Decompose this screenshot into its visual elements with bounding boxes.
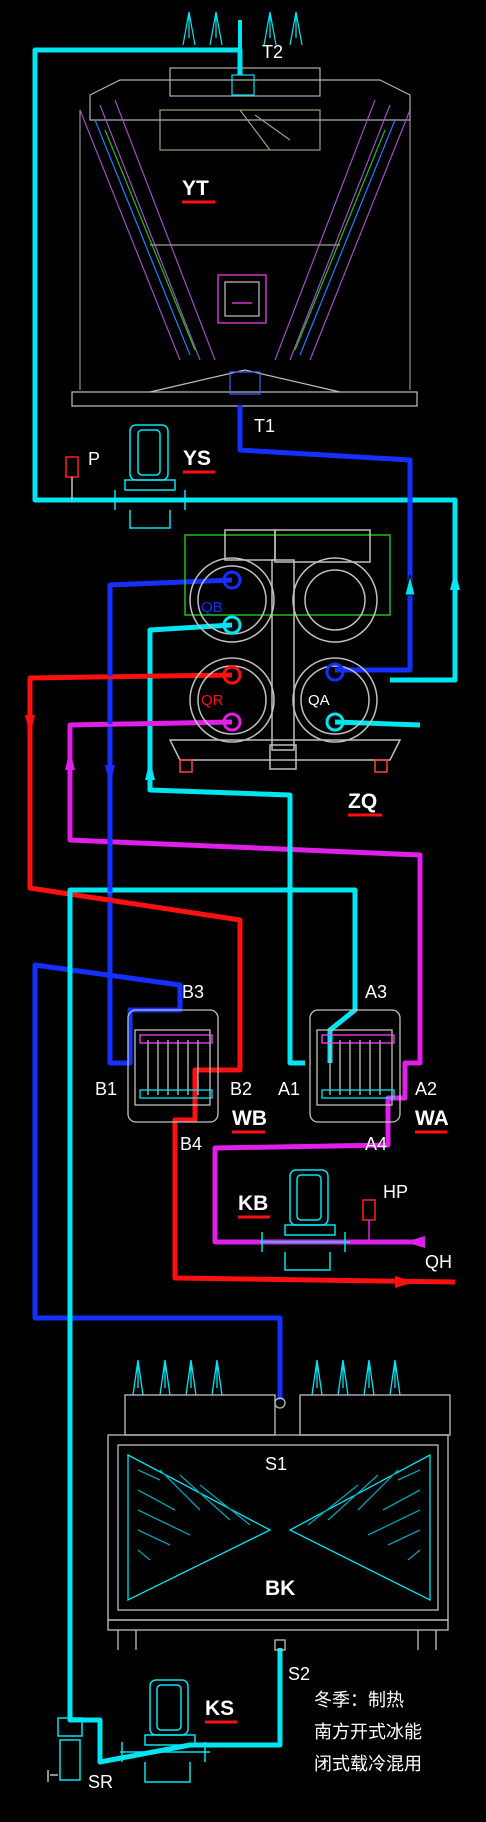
fan-arrows-top	[182, 11, 303, 46]
label-qb: QB	[201, 599, 223, 616]
label-t1: T1	[254, 416, 275, 436]
pump-ys	[110, 424, 190, 529]
arrow-icon	[395, 1276, 415, 1288]
unit-wa	[309, 1009, 401, 1123]
tower-yt	[71, 11, 418, 407]
pump-kb	[260, 1169, 350, 1271]
pipe-cyan-qb	[147, 622, 305, 1066]
note-line-2: 南方开式冰能	[314, 1722, 422, 1743]
pipe-blue-t1	[237, 405, 413, 673]
label-qr: QR	[201, 692, 224, 709]
pipes	[27, 20, 458, 1765]
label-t2: T2	[262, 42, 283, 62]
arrow-icon	[405, 1236, 425, 1248]
label-s1: S1	[265, 1454, 287, 1474]
pump-ks	[120, 1679, 210, 1783]
pipe-magenta-qr	[67, 719, 425, 1245]
pressure-gauge-p	[65, 456, 79, 500]
labels: T2 YT T1 P YS QB QR QA ZQ B3 B1 B2 B4 WB…	[88, 42, 452, 1792]
label-wa: WA	[415, 1107, 449, 1130]
tower-bk	[107, 1359, 451, 1651]
arrow-icon	[65, 750, 75, 770]
note-line-3: 闭式载冷混用	[314, 1754, 422, 1775]
pressure-gauge-hp	[362, 1199, 376, 1242]
label-a2: A2	[415, 1079, 437, 1099]
arrow-icon	[145, 760, 155, 780]
label-a3: A3	[365, 982, 387, 1002]
label-a4: A4	[365, 1134, 387, 1154]
label-s2: S2	[288, 1664, 310, 1684]
arrow-icon	[25, 715, 35, 735]
label-p: P	[88, 449, 100, 469]
arrow-icon	[404, 574, 416, 596]
label-kb: KB	[238, 1192, 268, 1215]
label-bk: BK	[265, 1577, 295, 1600]
flow-arrows	[25, 570, 460, 1288]
pipe-cyan-s2	[67, 1290, 283, 1765]
label-sr: SR	[88, 1772, 113, 1792]
unit-wb	[127, 1009, 219, 1123]
label-b1: B1	[95, 1079, 117, 1099]
label-yt: YT	[182, 177, 209, 200]
label-qa: QA	[308, 692, 330, 709]
valve-sr	[47, 1717, 83, 1782]
pipe-cyan-t2	[32, 47, 458, 683]
exchanger-zq	[168, 529, 402, 773]
label-wb: WB	[232, 1107, 267, 1130]
label-a1: A1	[278, 1079, 300, 1099]
label-hp: HP	[383, 1182, 408, 1202]
label-zq: ZQ	[348, 790, 377, 813]
label-ks: KS	[205, 1697, 234, 1720]
arrow-icon	[105, 765, 115, 785]
label-b3: B3	[182, 982, 204, 1002]
label-b4: B4	[180, 1134, 202, 1154]
arrow-icon	[450, 570, 460, 590]
label-b2: B2	[230, 1079, 252, 1099]
note-line-1: 冬季：制热	[314, 1690, 404, 1711]
label-qh: QH	[425, 1252, 452, 1272]
pipe-cyan-qa	[334, 719, 421, 728]
label-ys: YS	[183, 447, 211, 470]
